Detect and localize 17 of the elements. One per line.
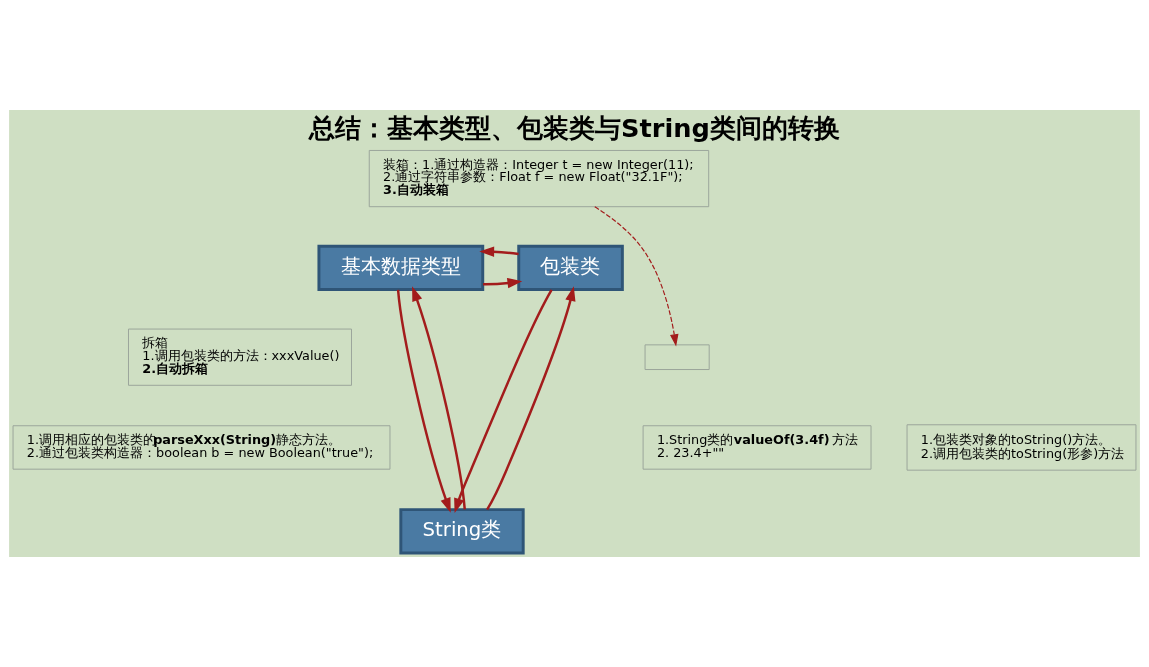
node-box: 基本数据类型 xyxy=(317,244,485,292)
arrow xyxy=(483,277,523,289)
arrow xyxy=(396,289,451,513)
node-box: 包装类 xyxy=(517,244,624,292)
node-box: 1.String类的valueOf(3.4f)方法 2. 23.4+"" xyxy=(642,425,872,470)
arrow xyxy=(454,289,553,514)
arrow xyxy=(594,206,679,347)
arrow xyxy=(479,246,519,257)
node-box: 1.包装类对象的toString()方法。 2.调用包装类的toString(形参)方法 xyxy=(906,424,1137,471)
diagram-title: 总结：基本类型、包装类与String类间的转换 xyxy=(309,113,840,144)
node-box: String类 xyxy=(399,508,525,555)
node-box xyxy=(644,344,710,370)
node-box: 装箱：1.通过构造器：Integer t = new Integer(11); 2.通过字符串参数：Float f = new Float("32.1F"); 3.自动装箱 xyxy=(368,149,710,208)
node-box: 1.调用相应的包装类的parseXxx(String)静态方法。 2.通过包装类构造器：boolean b = new Boolean("true"); xyxy=(12,425,391,470)
arrow xyxy=(412,286,466,510)
arrow xyxy=(486,286,576,511)
node-box: 拆箱 1.调用包装类的方法：xxxValue() 2.自动拆箱 xyxy=(128,328,352,386)
